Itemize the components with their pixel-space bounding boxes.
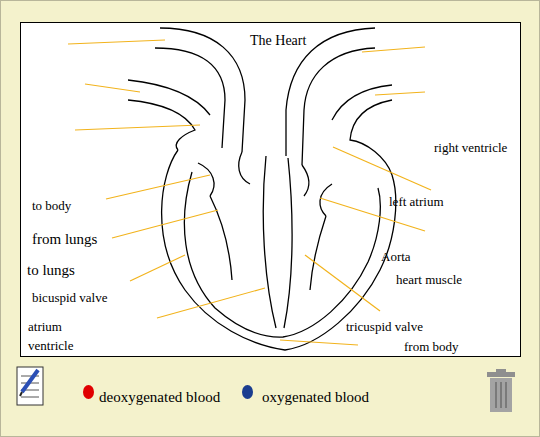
trash-stripe [500, 382, 502, 408]
vessel [128, 80, 210, 115]
trash-handle [496, 369, 506, 372]
diagram-title: The Heart [250, 33, 306, 49]
leader-line [157, 288, 265, 318]
part-label: left atrium [389, 195, 444, 210]
pencil-icon [17, 367, 43, 405]
legend-text: deoxygenated blood [99, 389, 220, 406]
leader-line [362, 47, 425, 52]
part-label: tricuspid valve [346, 320, 423, 335]
legend-swatch [83, 385, 94, 399]
legend-swatch [242, 385, 253, 399]
part-label: right ventricle [434, 141, 507, 156]
leader-line [375, 92, 425, 95]
trash-lid [487, 372, 515, 377]
vessel [128, 100, 195, 150]
leader-line [68, 40, 165, 44]
diagram-panel [20, 22, 521, 357]
pencil-tip [20, 392, 22, 396]
part-label: from body [404, 340, 459, 355]
part-label: from lungs [32, 231, 97, 248]
heart-outline [128, 28, 396, 350]
part-label: atrium [28, 320, 62, 335]
part-label: bicuspid valve [32, 291, 107, 306]
leader-line [106, 175, 210, 199]
leader-line [85, 84, 140, 92]
heart-inner-wall [184, 172, 380, 337]
part-label: heart muscle [396, 273, 462, 288]
part-label: to body [32, 199, 71, 214]
septum [284, 158, 292, 328]
legend-text: oxygenated blood [262, 389, 369, 406]
chamber-line [310, 216, 326, 290]
vessel [302, 48, 375, 165]
valve-flap [302, 165, 309, 196]
notepad [17, 367, 43, 405]
valve-flap [239, 152, 250, 184]
septum [263, 156, 276, 328]
part-label: ventricle [28, 339, 73, 354]
leader-line [75, 125, 200, 130]
trash-icon [487, 369, 515, 412]
leader-line [112, 210, 218, 238]
leader-line [333, 147, 431, 190]
trash-stripe [495, 382, 497, 408]
leader-line [305, 255, 380, 311]
part-label: to lungs [27, 262, 75, 279]
pencil [22, 370, 38, 392]
trash-bin [490, 378, 512, 412]
leader-line [130, 255, 185, 281]
valve-flap [198, 163, 214, 196]
notepad-line [21, 397, 39, 398]
trash-stripe [505, 382, 507, 408]
leader-lines [68, 40, 431, 345]
part-label: Aorta [381, 250, 411, 265]
chamber-line [210, 196, 232, 280]
leader-line [280, 340, 358, 345]
